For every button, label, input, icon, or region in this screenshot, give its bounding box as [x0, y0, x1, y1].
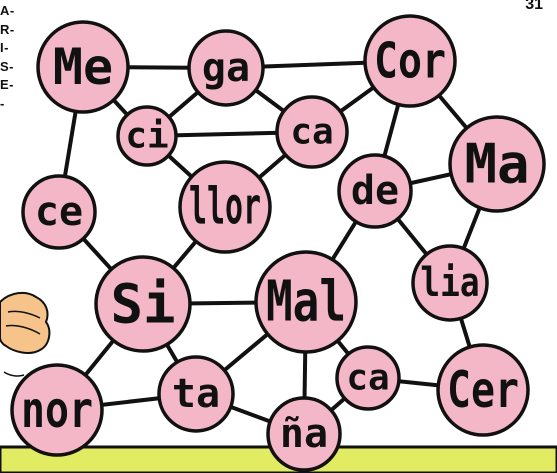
- bubble-syllable: llor: [189, 178, 261, 237]
- bubble-syllable: Cor: [374, 33, 446, 90]
- bubble-syllable: nor: [21, 381, 93, 439]
- bubble-syllable: Si: [110, 273, 175, 336]
- syllable-bubble-ci: ci: [118, 107, 176, 165]
- syllable-bubble-ce: ce: [23, 176, 95, 248]
- syllable-bubble-ma: Ma: [450, 117, 544, 211]
- bubble-syllable: Cer: [447, 361, 519, 419]
- hand-illustration: [0, 293, 49, 376]
- bubble-syllable: ca: [346, 358, 389, 399]
- syllable-bubble-nor: nor: [12, 365, 102, 455]
- syllable-bubble-cor: Cor: [365, 16, 455, 106]
- syllable-bubble-llor: llor: [180, 162, 270, 252]
- syllable-bubble-na: ña: [268, 398, 340, 470]
- bubble-syllable: ña: [280, 411, 328, 457]
- bubble-syllable: ca: [290, 112, 333, 153]
- syllable-bubble-mal: Mal: [256, 252, 356, 352]
- syllable-bubble-si: Si: [96, 257, 190, 351]
- syllable-bubble-me: Me: [38, 22, 128, 112]
- bubble-syllable: ga: [202, 45, 250, 91]
- bubble-syllable: Ma: [464, 133, 529, 196]
- syllable-bubble-ca2: ca: [337, 347, 399, 409]
- bubble-syllable: ce: [35, 189, 83, 235]
- syllable-bubble-lia: lia: [413, 246, 487, 320]
- syllable-bubble-ca1: ca: [277, 97, 347, 167]
- bubble-syllable: de: [351, 168, 399, 214]
- syllable-bubble-de: de: [339, 155, 411, 227]
- syllable-bubble-ga: ga: [189, 31, 263, 105]
- bubble-syllable: lia: [420, 260, 479, 306]
- bubble-syllable: Me: [53, 38, 113, 96]
- bubble-syllable: Mal: [266, 270, 346, 335]
- bubble-syllable: ci: [125, 116, 168, 157]
- bubble-syllable: ta: [172, 371, 220, 417]
- syllable-bubble-ta: ta: [159, 357, 233, 431]
- syllable-bubble-cer: Cer: [438, 345, 528, 435]
